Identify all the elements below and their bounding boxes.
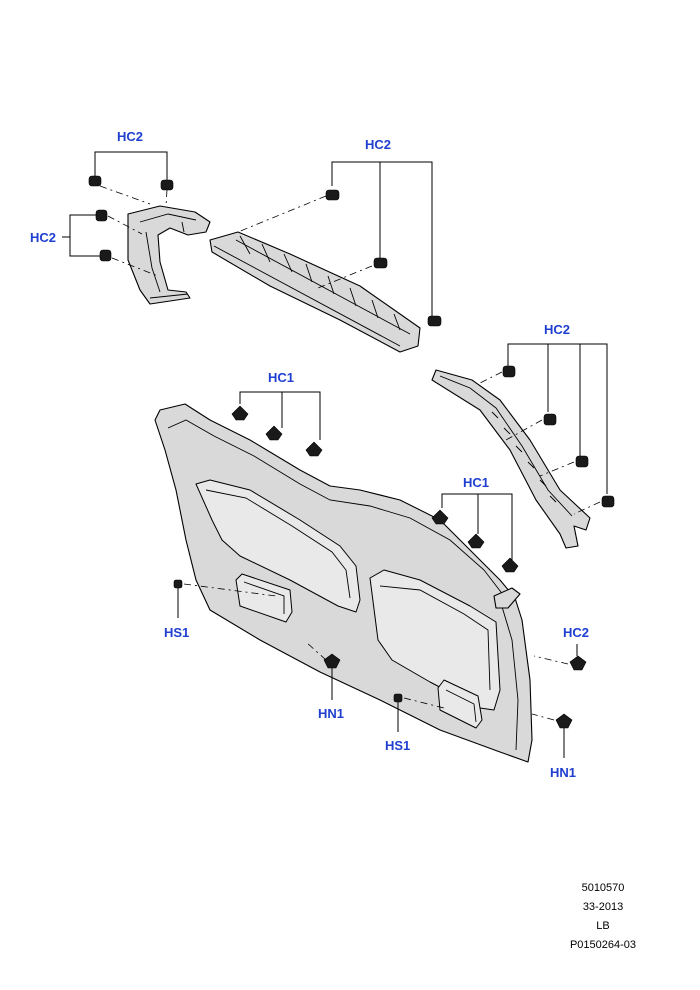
clip-group-hc1-center [231, 391, 323, 457]
clip-group-hc2-left [62, 209, 159, 277]
callout-hn1-right: HN1 [550, 765, 576, 780]
callout-hc1-center: HC1 [268, 370, 294, 385]
reference-block: 5010570 33-2013 LB P0150264-03 [548, 879, 658, 955]
fastener-hn1-center [305, 641, 341, 700]
upper-left-pillar-trim [127, 205, 211, 305]
callout-hn1-center: HN1 [318, 706, 344, 721]
fastener-hs1-left [173, 579, 277, 618]
reference-number: 5010570 [581, 882, 625, 894]
callout-hc2-top-center: HC2 [365, 137, 391, 152]
callout-hc2-top-left: HC2 [117, 129, 143, 144]
upper-header-trim-rail [209, 231, 421, 353]
fastener-hs1-center [393, 693, 445, 732]
reference-date: 33-2013 [582, 901, 624, 913]
clip-group-hc2-top-center [237, 161, 442, 327]
reference-code: LB [596, 920, 610, 932]
reference-illustration-id: P0150264-03 [569, 939, 637, 951]
callout-hs1-center: HS1 [385, 738, 410, 753]
callout-hc2-left: HC2 [30, 230, 56, 245]
callout-hs1-left: HS1 [164, 625, 189, 640]
tailgate-lower-trim-panel [154, 403, 533, 763]
callout-hc2-lower-right: HC2 [563, 625, 589, 640]
fastener-hn1-right [531, 713, 573, 758]
clip-group-hc1-right [431, 493, 519, 573]
fastener-hc2-lower-right [533, 644, 587, 671]
callout-hc2-right: HC2 [544, 322, 570, 337]
right-pillar-trim [431, 369, 591, 549]
clip-group-hc2-right [477, 343, 615, 515]
callout-hc1-right: HC1 [463, 475, 489, 490]
clip-group-hc2-top-left [88, 151, 174, 207]
